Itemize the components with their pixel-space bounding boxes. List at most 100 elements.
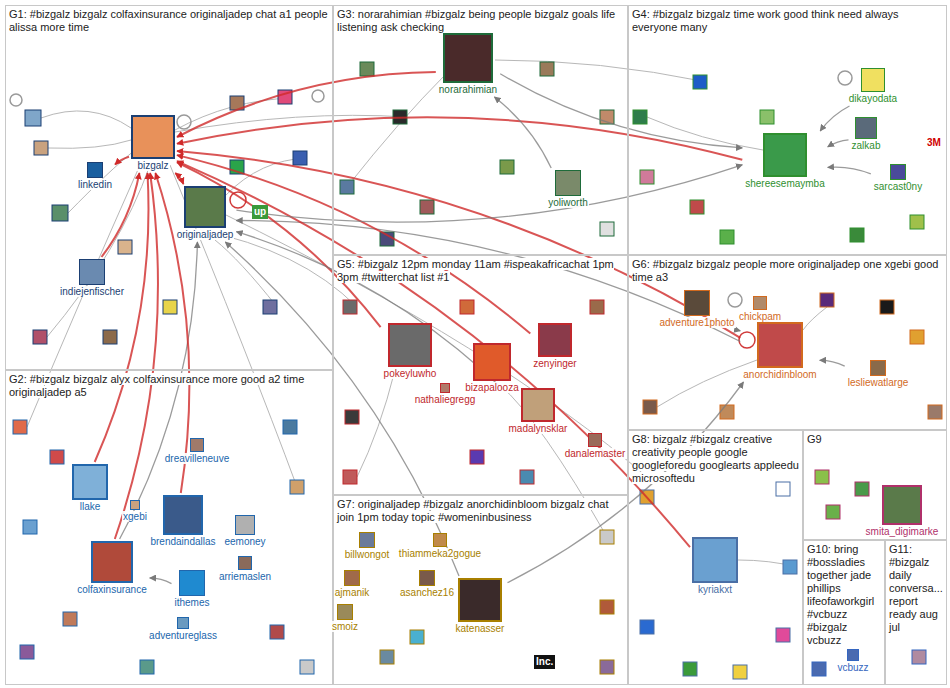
avatar-icon xyxy=(63,612,77,626)
account-node: thiammeka2gogue xyxy=(398,533,482,559)
account-name: katenasser xyxy=(455,623,506,634)
mention-edge xyxy=(177,161,690,547)
account-node: shereesemaymba xyxy=(744,133,825,189)
account-name: sarcast0ny xyxy=(873,181,923,192)
account-name: dikayodata xyxy=(848,93,898,104)
tie-line xyxy=(41,111,131,128)
group-heading: G9 xyxy=(807,433,822,445)
group-panel: G8: bizgalz #bizgalz creative creativity… xyxy=(628,430,803,685)
avatar-icon xyxy=(50,450,64,464)
group-panel: G6: #bizgalz bizgalz people more origina… xyxy=(628,255,947,430)
account-node: chickpam xyxy=(738,296,782,322)
tie-line xyxy=(347,75,445,187)
avatar-image xyxy=(419,570,435,586)
avatar-image xyxy=(692,537,738,583)
account-node: zenyinger xyxy=(532,323,577,369)
group-heading: G1: #bizgalz bizgalz colfaxinsurance ori… xyxy=(9,8,328,33)
account-node: adventureglass xyxy=(148,617,218,641)
account-node: arriemaslen xyxy=(218,556,272,582)
avatar-icon xyxy=(13,420,27,434)
avatar-image xyxy=(388,323,432,367)
avatar-icon xyxy=(850,228,864,242)
avatar-icon xyxy=(683,662,697,676)
group-heading: G6: #bizgalz bizgalz people more origina… xyxy=(632,258,938,283)
account-node: bizapalooza xyxy=(464,343,519,393)
account-name: anorchidinbloom xyxy=(742,369,817,380)
mention-edge xyxy=(177,117,742,159)
mention-edge xyxy=(508,382,744,583)
self-loop xyxy=(177,115,191,129)
account-node: lesliewatlarge xyxy=(847,360,910,388)
avatar-icon xyxy=(540,62,554,76)
avatar-icon xyxy=(880,300,894,314)
account-node: smita_digimarke xyxy=(865,485,940,537)
mention-edge xyxy=(820,360,845,366)
icon-text: 3M xyxy=(925,136,943,150)
account-node: zalkab xyxy=(851,117,882,151)
group-heading: G8: bizgalz #bizgalz creative creativity… xyxy=(632,433,799,484)
avatar-image xyxy=(238,556,252,570)
avatar-icon xyxy=(140,660,154,674)
account-node: dreavilleneuve xyxy=(164,438,231,464)
group-heading: G11: #bizgalz daily conversa... report r… xyxy=(889,543,943,633)
avatar-image xyxy=(538,323,572,357)
avatar-icon xyxy=(690,200,704,214)
avatar-icon xyxy=(20,645,34,659)
avatar-image xyxy=(433,533,447,547)
avatar-image xyxy=(458,578,502,622)
icon-text: Inc. xyxy=(534,655,555,669)
group-panel: G7: originaljadep #bizgalz anorchidinblo… xyxy=(333,495,628,685)
account-name: adventureglass xyxy=(148,630,218,641)
avatar-icon xyxy=(910,330,924,344)
tie-line xyxy=(47,165,150,337)
account-node: anorchidinbloom xyxy=(742,322,817,380)
account-node: pokeyluwho xyxy=(383,323,438,379)
avatar-image xyxy=(555,170,581,196)
avatar-icon xyxy=(163,300,177,314)
account-node: eemoney xyxy=(223,515,266,547)
account-node: xgebi xyxy=(122,500,148,522)
account-name: bizgalz xyxy=(136,160,169,171)
account-node: brendaindallas xyxy=(149,495,216,547)
mention-edge xyxy=(828,140,849,147)
group-panel: G2: #bizgalz bizgalz alyx colfaxinsuranc… xyxy=(5,370,333,685)
background-ties xyxy=(27,60,827,567)
avatar-icon xyxy=(263,300,277,314)
avatar-image xyxy=(855,117,877,139)
avatar-image xyxy=(184,186,226,228)
mention-edge xyxy=(500,74,742,148)
account-node: linkedin xyxy=(77,162,113,190)
avatar-image xyxy=(890,164,906,180)
mention-edge xyxy=(175,173,183,184)
icon-text: up xyxy=(252,205,268,219)
account-node: llake xyxy=(72,464,108,512)
avatar-image xyxy=(521,388,555,422)
account-name: originaljadep xyxy=(176,229,235,240)
mention-edge xyxy=(820,106,849,131)
account-name: dreavilleneuve xyxy=(164,453,231,464)
account-name: ithemes xyxy=(173,597,210,608)
avatar-icon xyxy=(733,665,747,679)
tie-line xyxy=(170,165,297,487)
avatar-icon xyxy=(410,630,424,644)
avatar-icon xyxy=(270,625,284,639)
self-loop xyxy=(838,71,852,85)
avatar-icon xyxy=(640,620,654,634)
account-name: kyriakxt xyxy=(697,584,733,595)
avatar-icon xyxy=(912,650,926,664)
account-name: adventure1photo xyxy=(658,317,735,328)
account-node: asanchez16 xyxy=(399,570,455,598)
account-name: lesliewatlarge xyxy=(847,377,910,388)
group-heading: G3: norarahimian #bizgalz being people b… xyxy=(337,8,615,33)
avatar-icon xyxy=(343,470,357,484)
account-name: colfaxinsurance xyxy=(76,584,147,595)
account-node: vcbuzz xyxy=(836,649,869,673)
avatar-image xyxy=(847,649,859,661)
account-name: bizapalooza xyxy=(464,382,519,393)
self-loops xyxy=(10,71,852,348)
avatar-image xyxy=(588,433,602,447)
avatar-icon xyxy=(910,215,924,229)
avatar-image xyxy=(882,485,922,525)
self-loop xyxy=(10,94,22,106)
avatar-image xyxy=(861,68,885,92)
